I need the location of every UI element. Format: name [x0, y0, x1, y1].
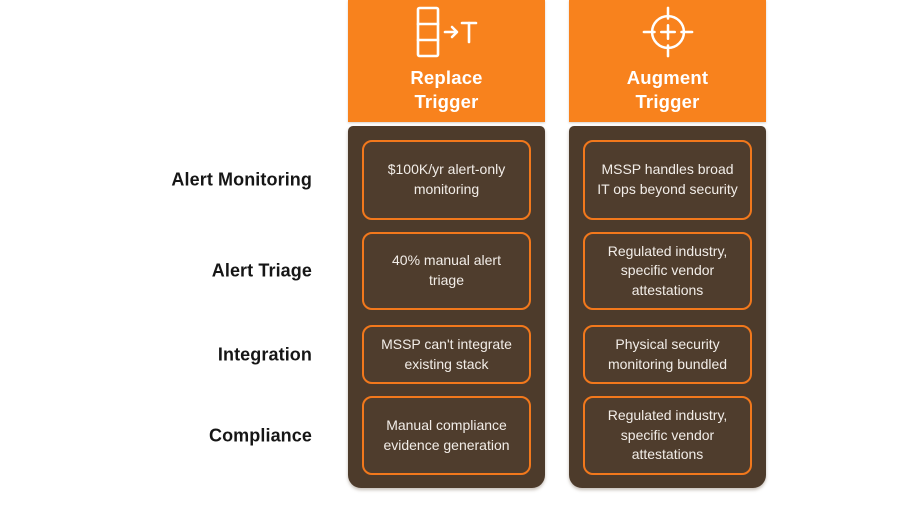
replace-trigger-title: Replace Trigger: [410, 66, 482, 114]
card-replace-compliance: Manual compliance evidence generation: [362, 396, 531, 475]
augment-trigger-header: Augment Trigger: [569, 0, 766, 122]
replace-trigger-header: Replace Trigger: [348, 0, 545, 122]
card-replace-alert-monitoring: $100K/yr alert-only monitoring: [362, 140, 531, 220]
row-label-alert-triage: Alert Triage: [211, 260, 312, 281]
column-augment-trigger: Augment Trigger MSSP handles broad IT op…: [569, 0, 766, 520]
card-replace-integration: MSSP can't integrate existing stack: [362, 325, 531, 384]
title-line: Trigger: [414, 91, 479, 112]
card-augment-integration: Physical security monitoring bundled: [583, 325, 752, 384]
crosshair-target-icon: [641, 4, 695, 60]
card-augment-alert-triage: Regulated industry, specific vendor atte…: [583, 232, 752, 310]
replace-trigger-panel: $100K/yr alert-only monitoring 40% manua…: [348, 126, 545, 488]
augment-trigger-title: Augment Trigger: [627, 66, 709, 114]
title-line: Replace: [410, 67, 483, 88]
augment-trigger-panel: MSSP handles broad IT ops beyond securit…: [569, 126, 766, 488]
column-replace-trigger: Replace Trigger $100K/yr alert-only moni…: [348, 0, 545, 520]
replace-trigger-icon: [415, 4, 479, 60]
card-augment-alert-monitoring: MSSP handles broad IT ops beyond securit…: [583, 140, 752, 220]
card-augment-compliance: Regulated industry, specific vendor atte…: [583, 396, 752, 475]
row-label-alert-monitoring: Alert Monitoring: [171, 169, 312, 190]
card-replace-alert-triage: 40% manual alert triage: [362, 232, 531, 310]
row-label-integration: Integration: [217, 344, 312, 365]
row-label-compliance: Compliance: [208, 425, 312, 446]
title-line: Augment: [626, 67, 709, 88]
title-line: Trigger: [635, 91, 700, 112]
